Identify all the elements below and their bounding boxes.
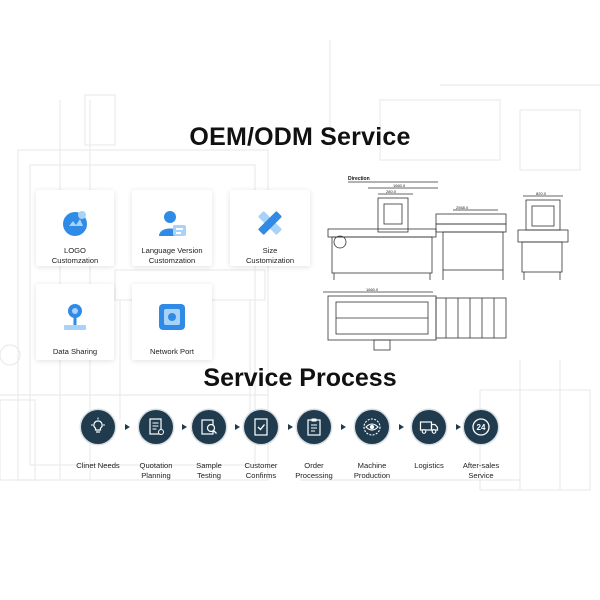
service-label: Language Version Customzation	[141, 246, 203, 265]
machine-eye-icon	[363, 418, 381, 436]
process-step-label: Quotation Planning	[139, 461, 173, 480]
process-step-label: Clinet Needs	[76, 461, 120, 470]
dimension-label: 1660.0	[366, 287, 379, 292]
service-label: LOGO Customzation	[51, 246, 99, 265]
arrow-icon	[182, 424, 187, 430]
dimension-label: 280.0	[386, 189, 397, 194]
24h-service-icon: 24	[472, 418, 490, 436]
direction-label: Direction	[348, 176, 370, 182]
process-step-sample-testing: Sample Testing	[169, 410, 249, 480]
process-step-label: Sample Testing	[196, 461, 222, 480]
truck-icon	[419, 421, 439, 434]
process-step-logistics: Logistics	[389, 410, 469, 471]
language-user-icon	[159, 211, 186, 236]
process-step-label: Customer Confirms	[244, 461, 278, 480]
service-label: Size Customization	[245, 246, 295, 265]
ruler-pencil-icon	[258, 211, 282, 235]
process-step-machine-production: Machine Production	[332, 410, 412, 480]
service-card-size: Size Customization	[230, 190, 310, 266]
process-step-after-sales: 24 After-sales Service	[441, 410, 521, 480]
technical-drawing: Direction 1660.0 280.0 2568.0 820.0 1660…	[323, 176, 569, 351]
network-port-icon	[159, 304, 185, 330]
dimension-label: 1660.0	[393, 183, 406, 188]
service-label: Data Sharing	[52, 347, 98, 356]
oem-odm-title: OEM/ODM Service	[189, 123, 411, 151]
quotation-document-icon	[149, 418, 164, 435]
process-step-label: Order Processing	[295, 461, 333, 480]
arrow-icon	[235, 424, 240, 430]
process-step-order-processing: Order Processing	[274, 410, 354, 480]
process-step-label: After-sales Service	[462, 461, 500, 480]
data-sharing-icon	[64, 304, 86, 330]
process-step-label: Logistics	[414, 461, 444, 470]
arrow-icon	[399, 424, 404, 430]
order-clipboard-icon	[307, 418, 321, 436]
confirm-document-icon	[254, 418, 268, 436]
arrow-icon	[456, 424, 461, 430]
service-card-logo: LOGO Customzation	[36, 190, 114, 266]
process-step-label: Machine Production	[353, 461, 391, 480]
arrow-icon	[288, 424, 293, 430]
service-card-data-sharing: Data Sharing	[36, 284, 114, 360]
process-step-quotation: Quotation Planning	[116, 410, 196, 480]
arrow-icon	[125, 424, 130, 430]
process-step-customer-confirms: Customer Confirms	[221, 410, 301, 480]
lightbulb-icon	[91, 417, 105, 433]
logo-icon	[63, 211, 87, 236]
arrow-icon	[341, 424, 346, 430]
dimension-label: 820.0	[536, 191, 547, 196]
sample-testing-icon	[201, 419, 217, 435]
service-card-language: Language Version Customzation	[132, 190, 212, 266]
svg-text:24: 24	[477, 423, 486, 432]
process-step-client-needs: Clinet Needs	[58, 410, 138, 471]
dimension-label: 2568.0	[456, 205, 469, 210]
service-card-network-port: Network Port	[132, 284, 212, 360]
service-process-title: Service Process	[203, 364, 397, 392]
service-label: Network Port	[150, 347, 194, 356]
